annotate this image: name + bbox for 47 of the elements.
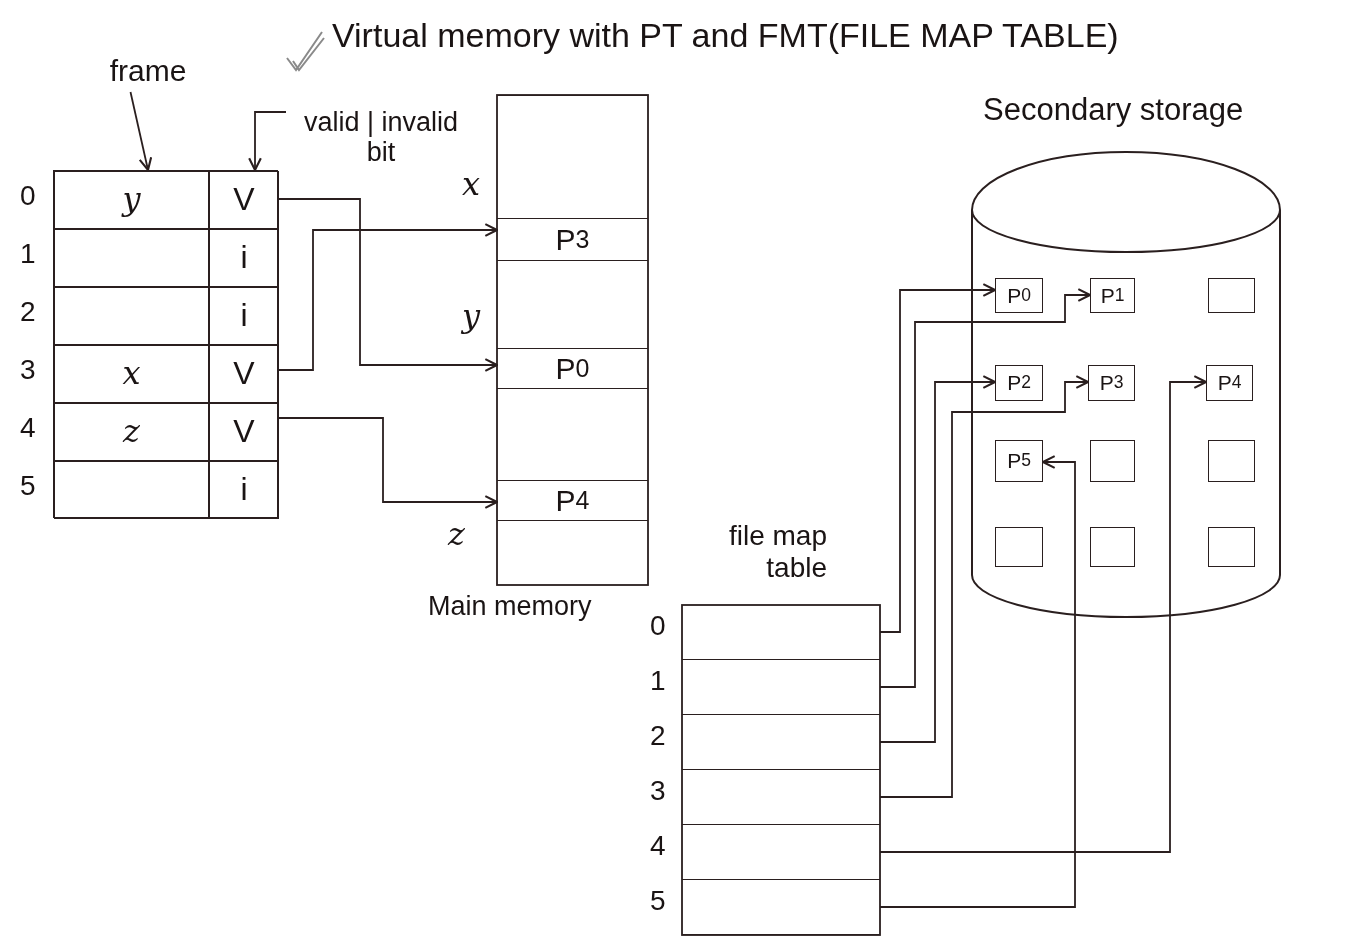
leader-line	[248, 111, 287, 172]
disk-block	[1090, 527, 1135, 567]
valid-bit-entry: V	[209, 345, 279, 403]
disk-block	[1090, 440, 1135, 482]
disk-block	[1208, 440, 1255, 482]
arrow	[277, 417, 499, 509]
page-table-entry: x	[54, 345, 209, 403]
arrow	[879, 283, 997, 633]
address-label: z	[448, 518, 465, 550]
disk-block	[1208, 527, 1255, 567]
leader-line	[129, 91, 153, 172]
arrow	[879, 375, 997, 743]
row-index: 3	[650, 777, 666, 805]
row-index: 1	[650, 667, 666, 695]
row-index: 0	[20, 182, 36, 210]
row-index: 4	[650, 832, 666, 860]
storage-label: Secondary storage	[983, 92, 1245, 128]
valid-bit-entry: i	[209, 461, 279, 519]
valid-bit-entry: i	[209, 287, 279, 345]
valid-bit-entry: V	[209, 403, 279, 461]
arrow	[879, 375, 1208, 853]
page-table	[53, 170, 278, 518]
row-index: 3	[20, 356, 36, 384]
row-index: 4	[20, 414, 36, 442]
page-table-entry	[54, 287, 209, 345]
disk-block	[995, 527, 1043, 567]
page-table-entry: y	[54, 171, 209, 229]
memory-label: Main memory	[428, 591, 593, 623]
page-table-entry	[54, 461, 209, 519]
diagram-title: Virtual memory with PT and FMT(FILE MAP TABLE)	[332, 16, 1120, 55]
disk-block	[1208, 278, 1255, 313]
row-index: 0	[650, 612, 666, 640]
row-index: 1	[20, 240, 36, 268]
column-label: frame	[92, 48, 204, 92]
valid-bit-entry: V	[209, 171, 279, 229]
valid-bit-entry: i	[209, 229, 279, 287]
arrow	[879, 375, 1090, 798]
row-index: 2	[20, 298, 36, 326]
row-index: 5	[650, 887, 666, 915]
page-table-entry: z	[54, 403, 209, 461]
arrow	[879, 288, 1092, 688]
row-index: 5	[20, 472, 36, 500]
page-table-entry	[54, 229, 209, 287]
arrow	[879, 455, 1076, 908]
row-index: 2	[650, 722, 666, 750]
table-title: file map table	[727, 520, 827, 585]
address-label: y	[462, 300, 481, 332]
